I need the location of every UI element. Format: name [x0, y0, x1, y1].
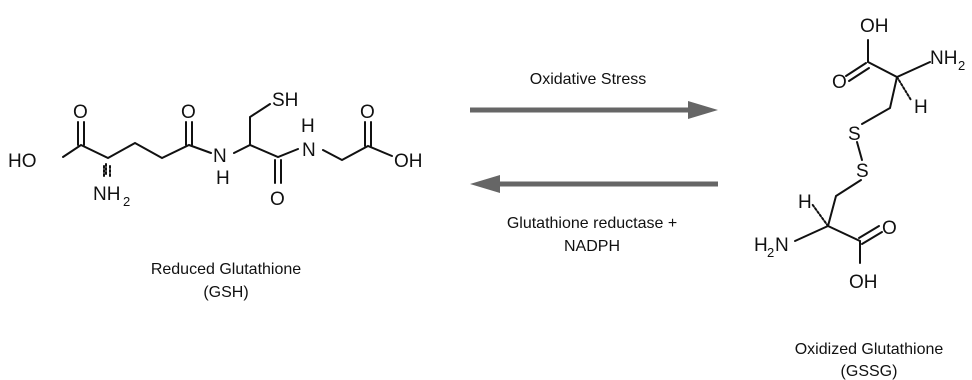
gsh-ho-label: HO	[8, 151, 37, 172]
gssg-s-label-1: S	[848, 124, 861, 145]
gssg-structure: OH O NH 2 H S S H O H 2 N OH	[754, 16, 965, 293]
gssg-o-label-bottom: O	[882, 218, 897, 239]
gsh-nh2-subscript: 2	[123, 194, 130, 209]
gssg-oh-label-top: OH	[860, 16, 889, 37]
gssg-nh2-sub-top: 2	[958, 58, 965, 73]
gsh-o-label-2: O	[181, 102, 196, 123]
gsh-o-label-4: O	[360, 102, 375, 123]
gsh-o-label-3: O	[270, 189, 285, 210]
gsh-n-label-1: N	[213, 146, 227, 167]
gssg-nh2-label-top: NH	[930, 48, 957, 69]
gsh-o-label-1: O	[73, 102, 88, 123]
gssg-h2n-n-label: N	[775, 235, 789, 256]
gsh-structure: HO O NH 2 O N H SH O H N O OH	[8, 90, 423, 210]
gssg-o-label-top: O	[832, 72, 847, 93]
gssg-abbr-label: (GSSG)	[841, 363, 898, 380]
gssg-h-label-top: H	[914, 97, 928, 118]
gsh-oh-label: OH	[394, 151, 423, 172]
gsh-name-label: Reduced Glutathione	[151, 261, 301, 278]
reverse-arrow	[470, 175, 718, 193]
gsh-abbr-label: (GSH)	[203, 284, 248, 301]
gsh-n-label-2: N	[302, 140, 316, 161]
gssg-h2n-subscript: 2	[767, 245, 774, 260]
reverse-reaction-label-line2: NADPH	[564, 238, 620, 255]
gsh-sh-label: SH	[272, 90, 298, 111]
gssg-h-label-bottom: H	[798, 192, 812, 213]
reverse-reaction-label-line1: Glutathione reductase +	[507, 215, 677, 232]
gsh-h-label-2: H	[301, 116, 315, 137]
gsh-nh2-label: NH	[93, 184, 120, 205]
forward-reaction-label: Oxidative Stress	[530, 71, 646, 88]
gssg-name-label: Oxidized Glutathione	[795, 341, 944, 358]
gsh-h-label-1: H	[216, 168, 230, 189]
gssg-h2n-h-label: H	[754, 235, 768, 256]
gssg-oh-label-bottom: OH	[849, 272, 878, 293]
forward-arrow	[470, 101, 718, 119]
gssg-s-label-2: S	[856, 161, 869, 182]
